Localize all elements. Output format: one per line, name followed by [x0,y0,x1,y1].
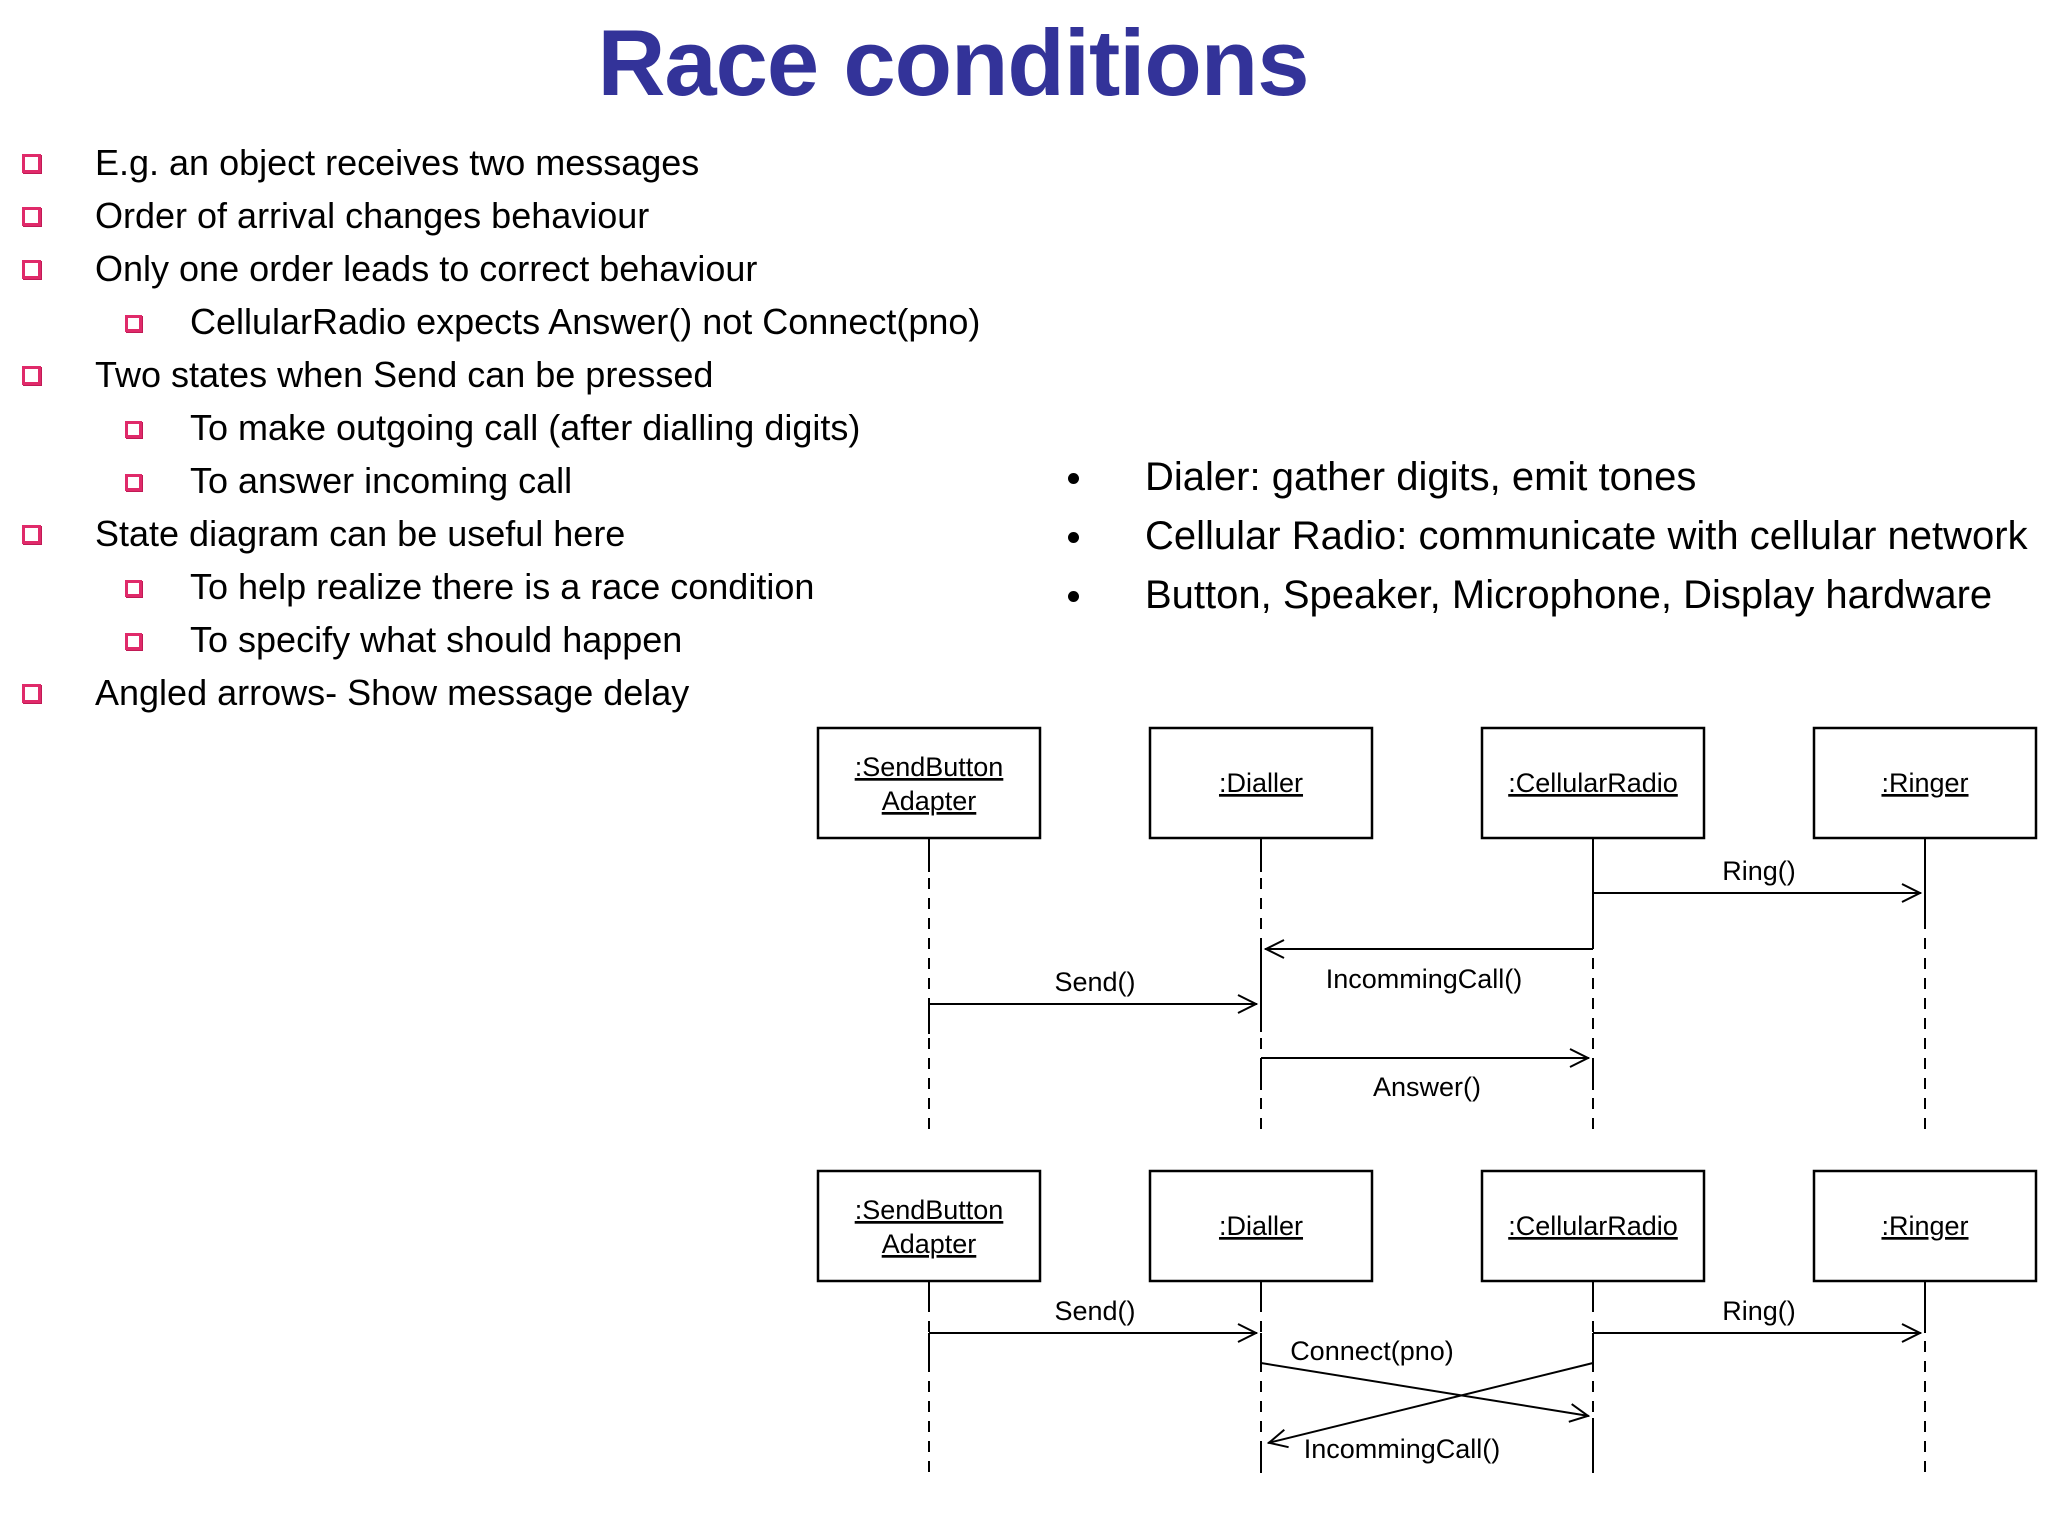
square-bullet-icon [22,684,41,703]
bullet-text: Only one order leads to correct behaviou… [95,248,758,289]
object-label: :SendButton [855,752,1004,782]
bullet-item-sub: CellularRadio expects Answer() not Conne… [22,295,1052,348]
object-box-sendbutton-adapter [816,726,1042,840]
square-bullet-icon [125,580,142,597]
bullet-item: Only one order leads to correct behaviou… [22,242,1052,295]
message-arrow-connect-delayed [1260,1362,1591,1423]
left-bullet-list: E.g. an object receives two messages Ord… [22,136,1052,719]
message-label-incommingcall: IncommingCall() [1304,1434,1501,1464]
message-arrow-incommingcall-delayed [1266,1362,1594,1449]
bullet-item: State diagram can be useful here [22,507,1052,560]
message-label-send: Send() [1054,967,1135,997]
square-bullet-icon [22,260,41,279]
message-label-incommingcall: IncommingCall() [1326,964,1523,994]
dot-bullet-icon [1068,591,1079,602]
object-label: :Dialler [1219,768,1303,798]
bullet-text: Button, Speaker, Microphone, Display har… [1145,573,1993,617]
object-box-sendbutton-adapter [816,1169,1042,1283]
bullet-item: Order of arrival changes behaviour [22,189,1052,242]
bullet-item-sub: To make outgoing call (after dialling di… [22,401,1052,454]
bullet-text: To answer incoming call [190,460,573,501]
dot-bullet-icon [1068,473,1079,484]
message-label-ring: Ring() [1722,1296,1796,1326]
message-label-send: Send() [1054,1296,1135,1326]
dot-bullet-icon [1068,532,1079,543]
slide-title: Race conditions [597,10,1309,115]
bullet-text: To help realize there is a race conditio… [190,566,815,607]
object-label: :Ringer [1881,1211,1968,1241]
bullet-item: E.g. an object receives two messages [22,136,1052,189]
object-box-cellularradio [1480,1169,1706,1283]
bullet-text: Dialer: gather digits, emit tones [1145,455,1697,499]
bullet-item-sub: To specify what should happen [22,613,1052,666]
bullet-text: Angled arrows- Show message delay [95,672,690,713]
bullet-text: E.g. an object receives two messages [95,142,700,183]
object-label: :Dialler [1219,1211,1303,1241]
bullet-item: Dialer: gather digits, emit tones [1060,448,2048,507]
square-bullet-icon [22,207,41,226]
bullet-text: Order of arrival changes behaviour [95,195,650,236]
square-bullet-icon [125,474,142,491]
object-label: :CellularRadio [1508,1211,1678,1241]
object-box-ringer [1812,1169,2038,1283]
bullet-item: Two states when Send can be pressed [22,348,1052,401]
object-box-dialler [1148,726,1374,840]
square-bullet-icon [22,525,41,544]
sequence-diagram-2: :SendButton Adapter :Dialler :CellularRa… [816,1169,2038,1473]
bullet-text: To make outgoing call (after dialling di… [190,407,861,448]
bullet-item-sub: To help realize there is a race conditio… [22,560,1052,613]
bullet-text: Cellular Radio: communicate with cellula… [1145,514,2028,558]
object-label: :CellularRadio [1508,768,1678,798]
sequence-diagram-1: :SendButton Adapter :Dialler :CellularRa… [816,726,2038,1130]
object-label: :SendButton [855,1195,1004,1225]
square-bullet-icon [125,633,142,650]
bullet-text: State diagram can be useful here [95,513,626,554]
bullet-text: Two states when Send can be pressed [95,354,714,395]
square-bullet-icon [22,154,41,173]
bullet-item: Button, Speaker, Microphone, Display har… [1060,566,2048,625]
object-label: Adapter [882,786,977,816]
square-bullet-icon [125,315,142,332]
bullet-text: CellularRadio expects Answer() not Conne… [190,301,981,342]
message-label-connect: Connect(pno) [1290,1336,1454,1366]
square-bullet-icon [125,421,142,438]
message-label-answer: Answer() [1373,1072,1481,1102]
bullet-item: Cellular Radio: communicate with cellula… [1060,507,2048,566]
bullet-item-sub: To answer incoming call [22,454,1052,507]
right-bullet-list: Dialer: gather digits, emit tones Cellul… [1060,448,2048,625]
square-bullet-icon [22,366,41,385]
bullet-text: To specify what should happen [190,619,683,660]
object-label: Adapter [882,1229,977,1259]
object-label: :Ringer [1881,768,1968,798]
object-box-dialler [1148,1169,1374,1283]
message-label-ring: Ring() [1722,856,1796,886]
bullet-item: Angled arrows- Show message delay [22,666,1052,719]
